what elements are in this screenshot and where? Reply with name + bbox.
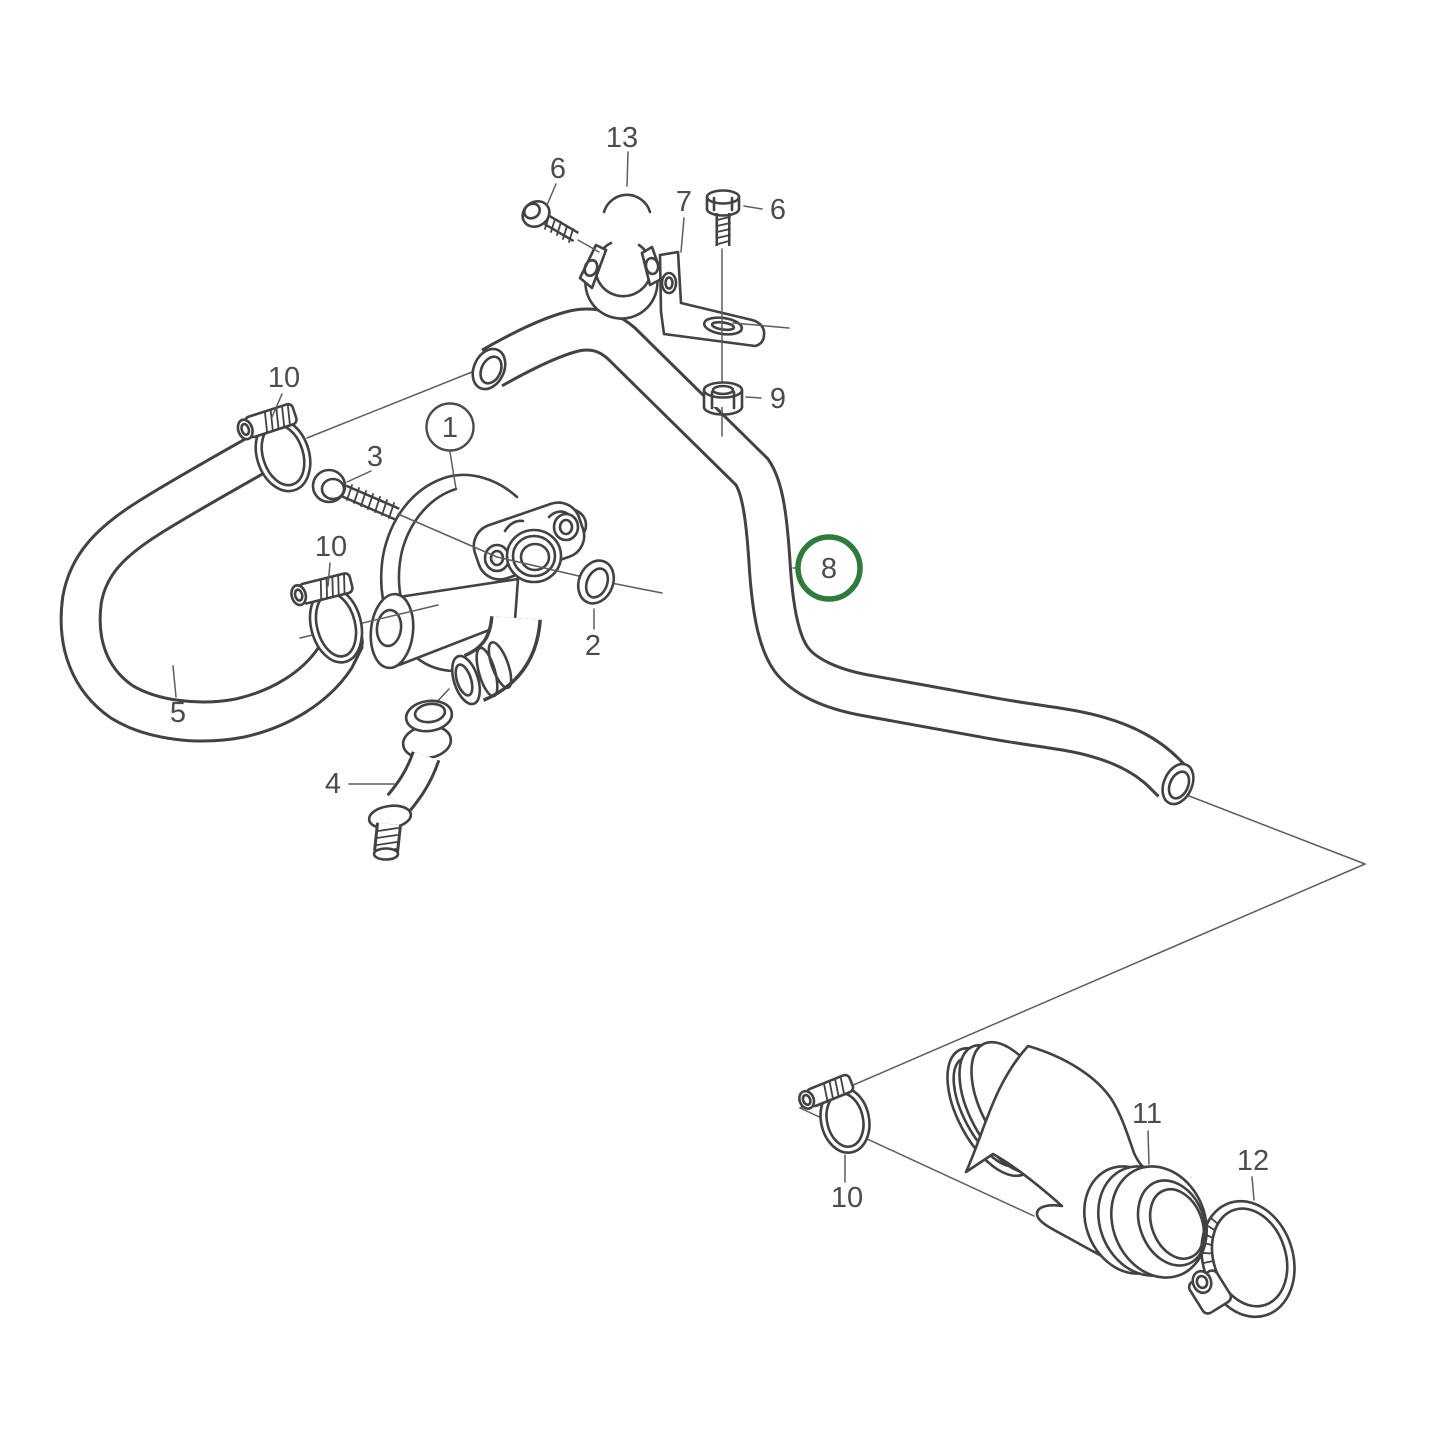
highlight-ring xyxy=(795,534,863,602)
part-4-drain-pipe xyxy=(367,688,454,861)
part-11-air-duct xyxy=(946,1040,1208,1279)
callout-10-bottom[interactable]: 10 xyxy=(831,1182,863,1214)
part-10-clamp-middle xyxy=(290,572,364,664)
callout-4[interactable]: 4 xyxy=(325,768,341,800)
callout-7[interactable]: 7 xyxy=(676,186,692,218)
bolt3-head xyxy=(311,468,347,504)
oil-trap-bore xyxy=(505,528,563,584)
callout-10-top[interactable]: 10 xyxy=(268,362,300,394)
callout-6-left[interactable]: 6 xyxy=(550,153,566,185)
callout-balloon-1[interactable]: 1 xyxy=(425,402,475,452)
callout-3[interactable]: 3 xyxy=(367,441,383,473)
clamp13-tab xyxy=(578,243,608,290)
part-5-hose xyxy=(59,423,364,743)
part-13-pipe-clamp xyxy=(578,193,665,320)
part-2-o-ring xyxy=(576,559,616,605)
part-9-nut xyxy=(702,381,744,416)
part-10-clamp-bottom xyxy=(798,1073,871,1154)
svg-text:1: 1 xyxy=(442,412,458,444)
part-6-bolt-right xyxy=(705,189,741,437)
callout-2[interactable]: 2 xyxy=(585,630,601,662)
callout-10-middle[interactable]: 10 xyxy=(315,531,347,563)
callout-12[interactable]: 12 xyxy=(1237,1145,1269,1177)
part-6-screw-left xyxy=(521,200,600,253)
callouts: 13 6 7 6 9 10 3 10 2 5 4 10 11 12 1 8 xyxy=(170,122,1269,1214)
callout-5[interactable]: 5 xyxy=(170,697,186,729)
callout-balloon-8-highlighted[interactable]: 8 xyxy=(795,534,863,602)
part-7-bracket xyxy=(658,250,790,348)
part-1-oil-trap xyxy=(299,473,663,706)
part-10-clamp-top xyxy=(236,402,312,493)
callout-11[interactable]: 11 xyxy=(1132,1098,1162,1130)
svg-text:8: 8 xyxy=(821,553,837,585)
part-3-bolt xyxy=(311,468,400,521)
callout-13[interactable]: 13 xyxy=(606,122,638,154)
callout-leader-lines xyxy=(172,151,1255,1201)
part-12-clamp-large xyxy=(1187,1199,1296,1319)
part-8-hose xyxy=(471,307,1195,806)
callout-9[interactable]: 9 xyxy=(770,383,786,415)
callout-6-right[interactable]: 6 xyxy=(770,194,786,226)
bolt6-head xyxy=(705,189,741,205)
